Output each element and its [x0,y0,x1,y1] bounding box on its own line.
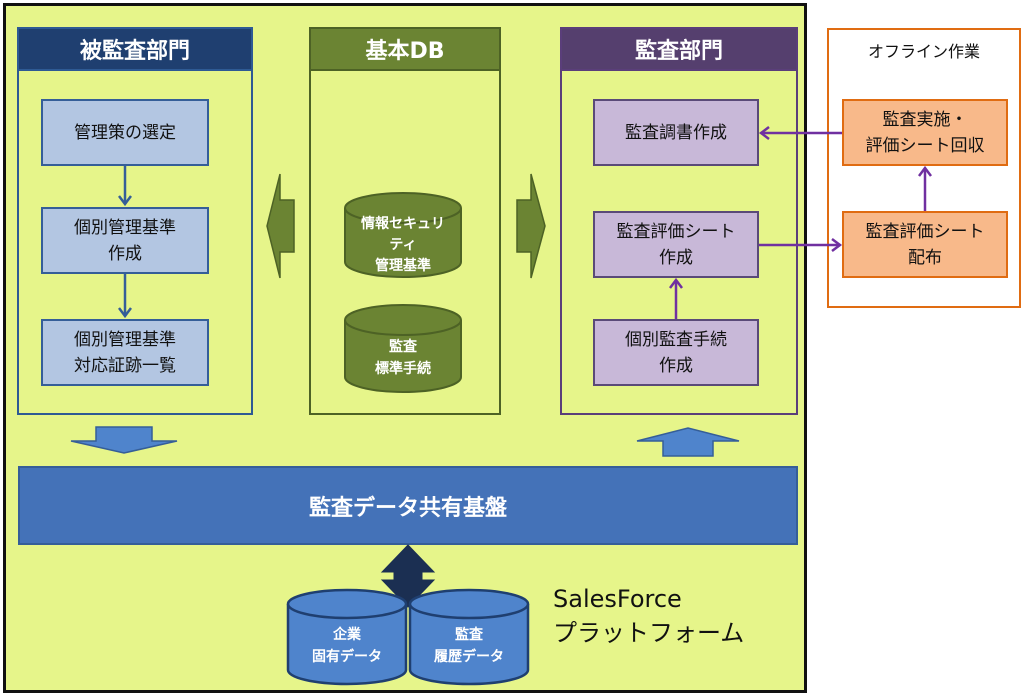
audited-department-panel: 被監査部門 [17,27,253,415]
offline-work-title: オフライン作業 [867,42,980,61]
flow-arrow-3 [669,277,683,319]
audit-data-platform-bar[interactable]: 監査データ共有基盤 [18,466,798,545]
bidirectional-sync-arrow [380,544,436,608]
salesforce-label: SalesForce プラットフォーム [553,585,745,647]
upload-down-arrow [70,426,178,454]
sheet-distribution-box[interactable]: 監査評価シート 配布 [842,211,1008,278]
security-standards-db-label[interactable]: 情報セキュリ ティ 管理基準 [361,216,445,274]
company-data-db-label[interactable]: 企業 固有データ [312,627,382,665]
download-up-arrow [636,427,740,457]
create-individual-standards-box[interactable]: 個別管理基準 作成 [41,207,209,274]
audit-history-db-label[interactable]: 監査 履歴データ [434,627,504,665]
select-controls-box[interactable]: 管理策の選定 [41,99,209,166]
company-data-db-icon [286,588,408,686]
basedb-left-arrow [266,173,295,279]
audit-procedures-db-label[interactable]: 監査 標準手続 [375,339,431,377]
basedb-right-arrow [516,173,546,279]
individual-audit-procedure-box[interactable]: 個別監査手続 作成 [593,319,759,386]
audit-department-title: 監査部門 [560,27,798,71]
flow-arrow-4 [918,165,932,211]
evidence-list-box[interactable]: 個別管理基準 対応証跡一覧 [41,319,209,386]
base-db-title: 基本DB [309,27,501,71]
audit-execution-box[interactable]: 監査実施・ 評価シート回収 [842,99,1008,166]
distribute-arrow [759,238,843,252]
flow-arrow-1 [118,166,132,207]
base-db-panel: 基本DB [309,27,501,415]
audit-evaluation-sheet-box[interactable]: 監査評価シート 作成 [593,211,759,278]
collect-arrow [758,126,842,140]
security-standards-db-icon [344,192,462,278]
audit-working-papers-box[interactable]: 監査調書作成 [593,99,759,166]
audit-department-panel: 監査部門 [560,27,798,415]
audit-history-db-icon [408,588,530,686]
flow-arrow-2 [118,274,132,319]
audit-procedures-db-icon [344,304,462,393]
audited-department-title: 被監査部門 [17,27,253,71]
